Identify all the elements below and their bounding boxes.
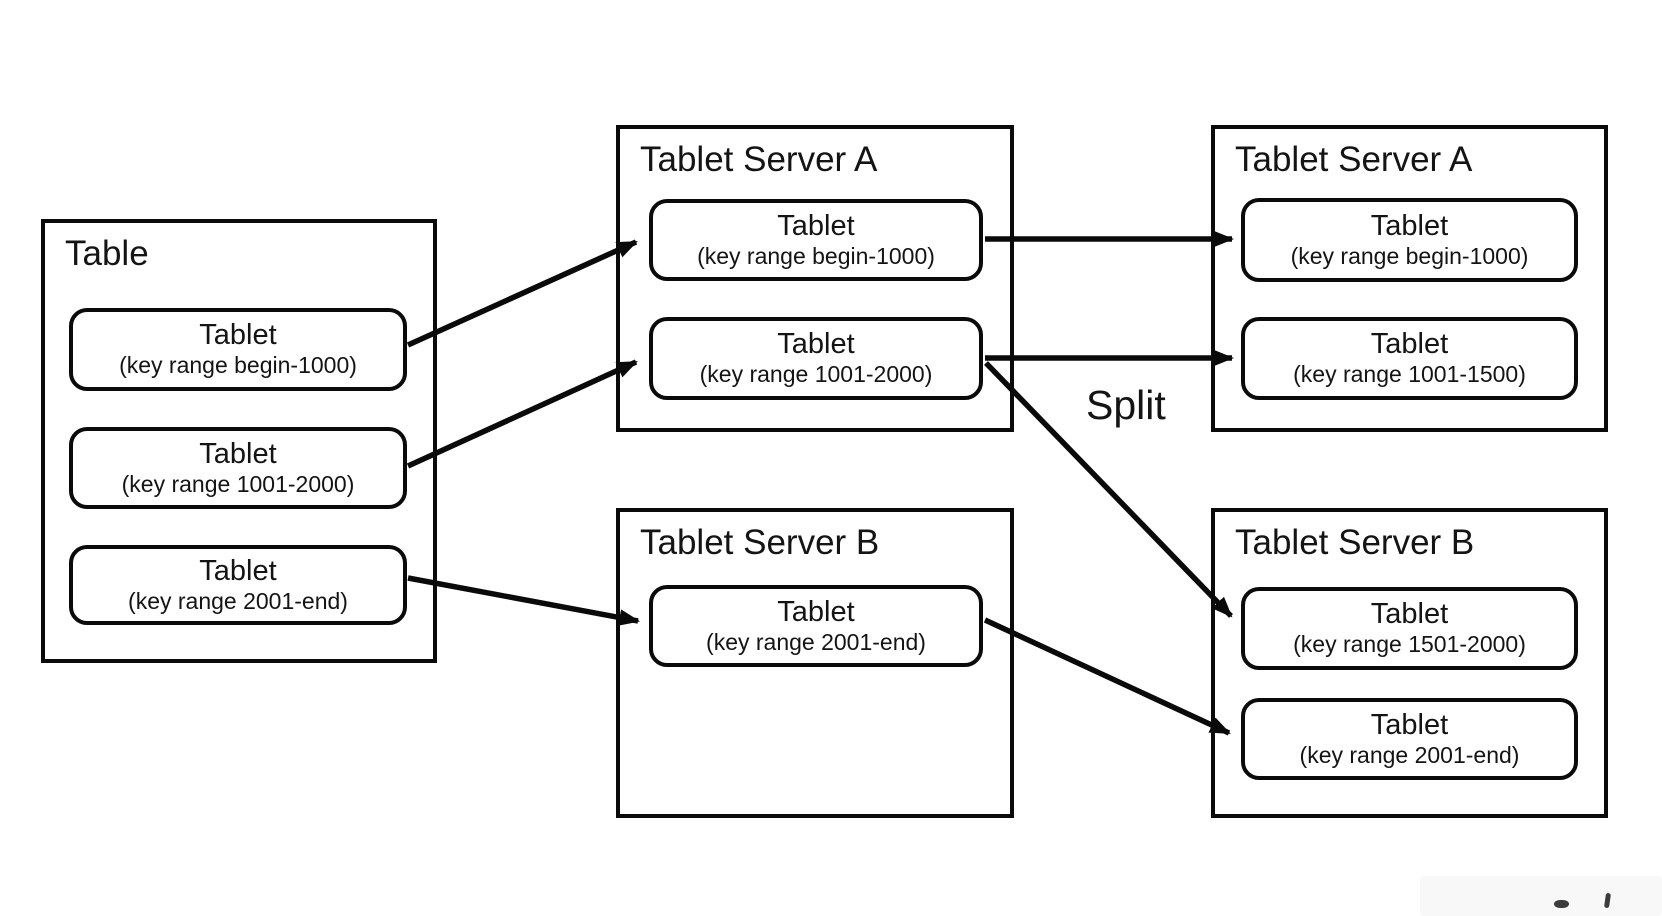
tablet-range: (key range begin-1000) — [1290, 242, 1529, 269]
tablet-server-b-before-title: Tablet Server B — [640, 523, 880, 562]
arrow-table-t1-to-server-a-before — [406, 239, 638, 348]
arrow-server-b-t1-to-after-2001-end — [983, 617, 1231, 736]
tablet-range: (key range 2001-end) — [128, 587, 348, 614]
server-a-after-tablet-1001-1500: Tablet (key range 1001-1500) — [1241, 317, 1578, 400]
tablet-name: Tablet — [777, 209, 855, 242]
tablet-range: (key range 1001-1500) — [1293, 361, 1526, 388]
tablet-range: (key range 2001-end) — [1299, 741, 1520, 768]
server-a-before-tablet-1001-2000: Tablet (key range 1001-2000) — [649, 317, 983, 400]
tablet-range: (key range begin-1000) — [697, 242, 935, 269]
server-b-after-tablet-2001-end: Tablet (key range 2001-end) — [1241, 698, 1578, 780]
tablet-server-b-after-box: Tablet Server B — [1211, 508, 1608, 818]
server-b-after-tablet-1501-2000: Tablet (key range 1501-2000) — [1241, 587, 1578, 670]
arrow-table-t3-to-server-b-before — [407, 575, 641, 626]
split-label: Split — [1086, 382, 1166, 428]
tablet-server-a-after-box: Tablet Server A — [1211, 125, 1608, 432]
tablet-range: (key range 1001-2000) — [699, 361, 933, 388]
arrow-table-t2-to-server-a-before — [406, 359, 638, 469]
tablet-name: Tablet — [1370, 598, 1449, 631]
table-box-title: Table — [65, 234, 149, 273]
tablet-name: Tablet — [1370, 328, 1449, 361]
table-tablet-2001-end: Tablet (key range 2001-end) — [69, 545, 407, 625]
tablet-range: (key range 2001-end) — [706, 628, 926, 655]
tablet-name: Tablet — [777, 595, 855, 628]
watermark-mark-icon — [1554, 900, 1569, 908]
watermark — [1420, 876, 1662, 916]
table-tablet-1001-2000: Tablet (key range 1001-2000) — [69, 427, 407, 509]
tablet-name: Tablet — [1370, 209, 1449, 242]
server-a-after-tablet-begin-1000: Tablet (key range begin-1000) — [1241, 198, 1578, 282]
tablet-server-a-after-title: Tablet Server A — [1235, 140, 1473, 179]
tablet-name: Tablet — [199, 319, 277, 352]
tablet-range: (key range begin-1000) — [119, 352, 357, 379]
watermark-mark-icon — [1603, 892, 1612, 909]
tablet-range: (key range 1501-2000) — [1293, 631, 1526, 658]
table-tablet-begin-1000: Tablet (key range begin-1000) — [69, 308, 407, 391]
tablet-name: Tablet — [199, 554, 277, 587]
tablet-name: Tablet — [777, 328, 855, 361]
server-b-before-tablet-2001-end: Tablet (key range 2001-end) — [649, 585, 983, 667]
tablet-server-b-after-title: Tablet Server B — [1235, 523, 1475, 562]
tablet-range: (key range 1001-2000) — [121, 470, 355, 497]
server-a-before-tablet-begin-1000: Tablet (key range begin-1000) — [649, 199, 983, 281]
tablet-name: Tablet — [1370, 708, 1449, 741]
tablet-server-a-before-title: Tablet Server A — [640, 140, 878, 179]
tablet-name: Tablet — [199, 437, 277, 470]
